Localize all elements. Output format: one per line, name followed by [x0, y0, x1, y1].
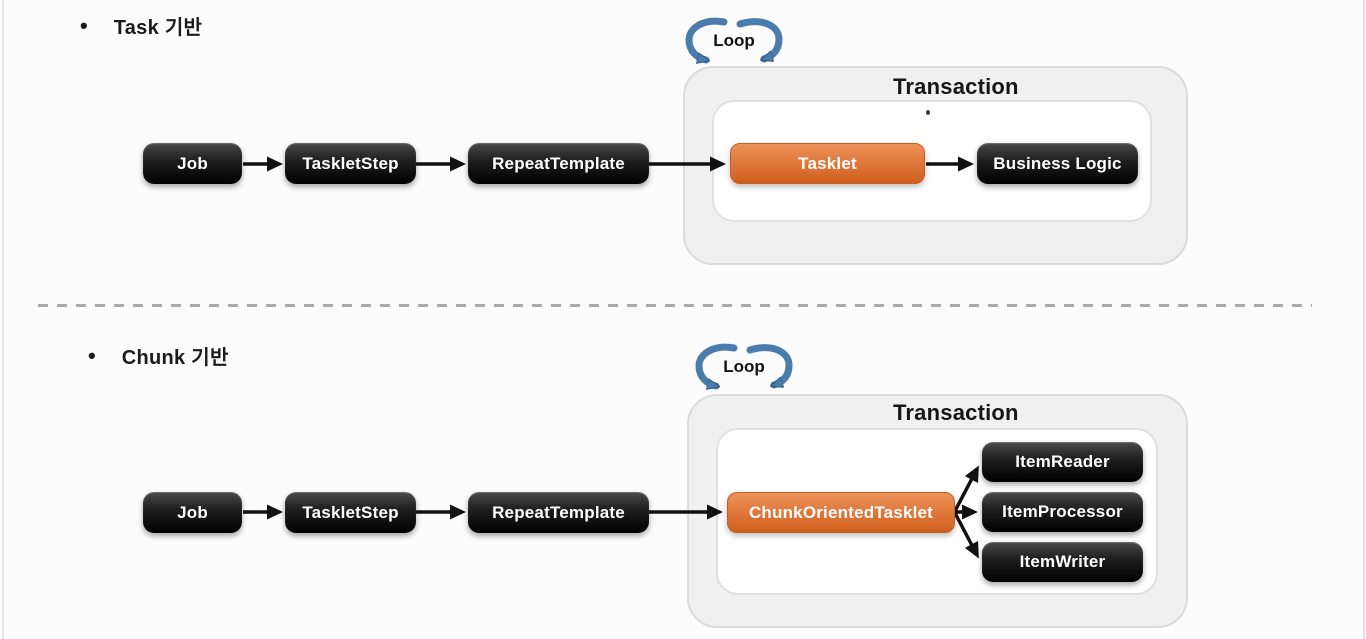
node-repeattemplate: RepeatTemplate — [468, 143, 649, 184]
heading-text: Chunk 기반 — [121, 347, 229, 369]
bullet-glyph: • — [80, 12, 88, 38]
transaction-title: Transaction — [893, 74, 1019, 99]
node-job: Job — [143, 143, 242, 184]
node-itemprocessor: ItemProcessor — [982, 492, 1143, 532]
loop-arrows-icon — [685, 17, 783, 68]
loop-arrows-icon — [695, 343, 793, 394]
node-itemwriter: ItemWriter — [982, 542, 1143, 582]
section-divider — [38, 304, 1312, 307]
node-itemreader: ItemReader — [982, 442, 1143, 482]
loop-icon: Loop — [682, 14, 786, 68]
loop-icon: Loop — [692, 340, 796, 394]
node-taskletstep: TaskletStep — [285, 492, 416, 533]
node-taskletstep: TaskletStep — [285, 143, 416, 184]
bullet-glyph: • — [88, 342, 96, 368]
transaction-title: Transaction — [893, 400, 1019, 425]
loop-label: Loop — [713, 31, 755, 50]
frame-edge-left — [2, 0, 4, 639]
node-repeattemplate: RepeatTemplate — [468, 492, 649, 533]
section-heading-chunk: • Chunk 기반 — [88, 341, 229, 370]
node-job: Job — [143, 492, 242, 533]
heading-text: Task 기반 — [113, 17, 203, 39]
node-business-logic: Business Logic — [977, 143, 1138, 184]
node-tasklet: Tasklet — [730, 143, 925, 184]
stray-dot — [926, 110, 930, 115]
frame-edge-right — [1363, 0, 1365, 639]
loop-label: Loop — [723, 357, 765, 376]
node-chunk-oriented-tasklet: ChunkOrientedTasklet — [727, 492, 955, 533]
section-heading-task: • Task 기반 — [80, 11, 202, 40]
